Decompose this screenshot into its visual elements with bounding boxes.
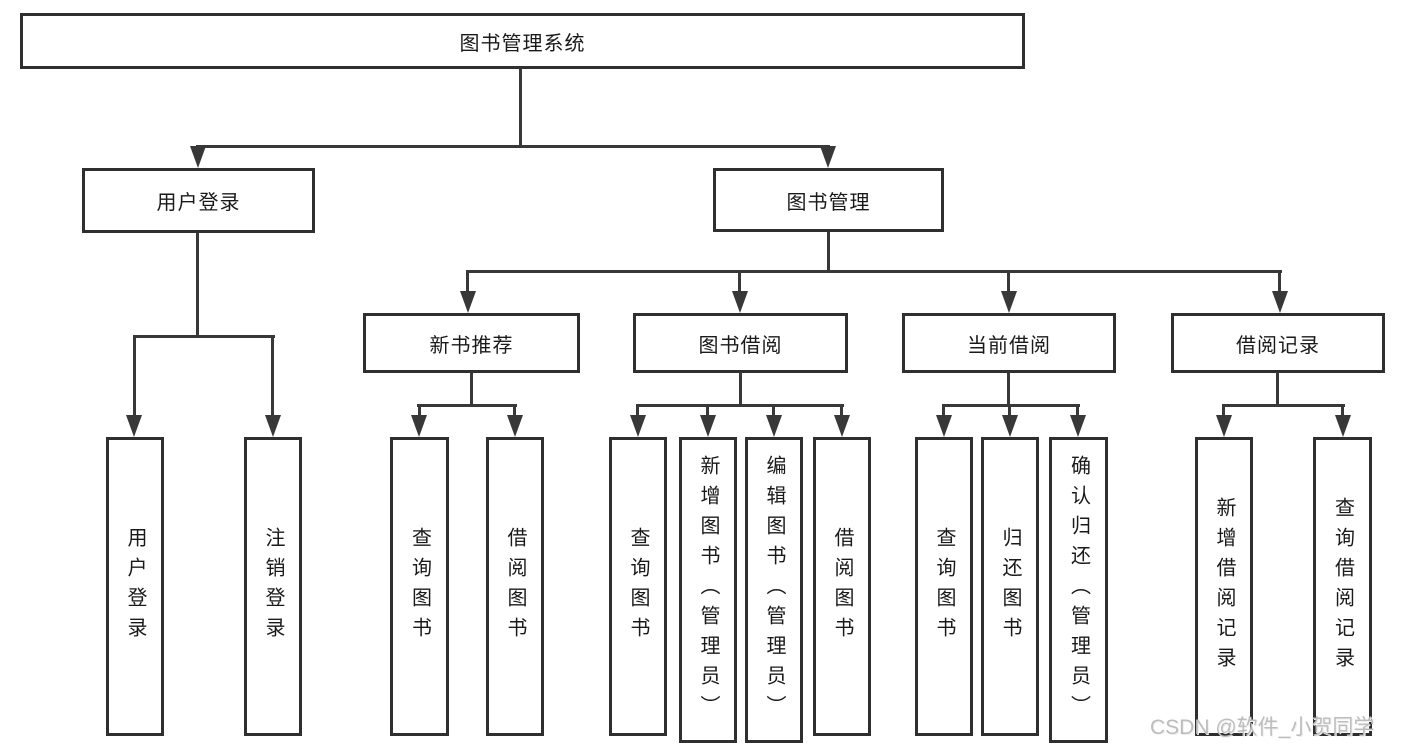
connector-line <box>636 404 844 407</box>
connector-line <box>840 404 843 417</box>
connector-line <box>1222 404 1345 407</box>
connector-line <box>196 145 830 148</box>
node-label: 归还图书 <box>999 526 1021 647</box>
connector-line <box>772 404 775 417</box>
node-leaf-query-borrow-record: 查询借阅记录 <box>1313 437 1372 736</box>
arrowhead-down-icon <box>460 291 476 313</box>
connector-line <box>1278 270 1281 293</box>
node-leaf-query-books-2: 查询图书 <box>609 437 667 736</box>
connector-line <box>1076 404 1079 417</box>
arrowhead-down-icon <box>265 415 281 437</box>
arrowhead-down-icon <box>190 146 206 168</box>
connector-line <box>1222 404 1225 417</box>
arrowhead-down-icon <box>766 415 782 437</box>
arrowhead-down-icon <box>507 415 523 437</box>
connector-line <box>133 335 136 417</box>
node-label: 借阅图书 <box>504 526 526 647</box>
connector-line <box>738 270 741 293</box>
node-new-book-recommendation: 新书推荐 <box>363 313 580 373</box>
arrowhead-down-icon <box>1272 291 1288 313</box>
connector-line <box>942 404 945 417</box>
node-label: 注销登录 <box>262 526 284 647</box>
node-leaf-user-login: 用户登录 <box>106 437 164 736</box>
node-leaf-borrow-books-1: 借阅图书 <box>486 437 544 736</box>
arrowhead-down-icon <box>834 415 850 437</box>
node-label: 查询图书 <box>933 526 955 647</box>
node-label: 当前借阅 <box>967 334 1051 357</box>
arrowhead-down-icon <box>411 415 427 437</box>
node-label: 编辑图书（管理员） <box>763 455 785 725</box>
node-label: 新书推荐 <box>429 334 514 357</box>
node-label: 借阅记录 <box>1236 334 1320 357</box>
connector-line <box>1007 270 1010 293</box>
node-leaf-query-books-3: 查询图书 <box>915 437 973 736</box>
connector-line <box>133 335 275 338</box>
connector-line <box>417 404 517 407</box>
connector-line <box>196 233 199 337</box>
arrowhead-down-icon <box>1216 415 1232 437</box>
connector-line <box>418 404 421 417</box>
connector-line <box>739 372 742 406</box>
connector-line <box>271 335 274 417</box>
node-leaf-add-books-admin: 新增图书（管理员） <box>679 437 737 743</box>
node-leaf-confirm-return-admin: 确认归还（管理员） <box>1049 437 1108 743</box>
connector-line <box>470 372 473 406</box>
node-label: 图书借阅 <box>698 334 783 357</box>
connector-line <box>466 270 469 293</box>
node-user-login: 用户登录 <box>82 168 315 233</box>
connector-line <box>513 404 516 417</box>
arrowhead-down-icon <box>1002 415 1018 437</box>
connector-line <box>1007 372 1010 406</box>
connector-line <box>1341 404 1344 417</box>
node-library-management-system: 图书管理系统 <box>20 13 1025 69</box>
node-label: 查询图书 <box>408 526 431 647</box>
arrowhead-down-icon <box>126 415 142 437</box>
node-label: 用户登录 <box>124 526 146 647</box>
arrowhead-down-icon <box>1001 291 1017 313</box>
node-book-borrowing: 图书借阅 <box>633 313 848 373</box>
connector-line <box>706 404 709 417</box>
connector-line <box>466 270 1282 273</box>
node-borrowing-records: 借阅记录 <box>1171 313 1385 373</box>
node-label: 确认归还（管理员） <box>1067 455 1090 725</box>
arrowhead-down-icon <box>820 146 836 168</box>
node-leaf-return-books: 归还图书 <box>981 437 1039 736</box>
node-label: 借阅图书 <box>831 526 853 647</box>
node-label: 新增图书（管理员） <box>697 455 719 725</box>
arrowhead-down-icon <box>700 415 716 437</box>
node-book-management: 图书管理 <box>713 168 944 232</box>
node-label: 新增借阅记录 <box>1213 496 1235 677</box>
node-leaf-add-borrow-record: 新增借阅记录 <box>1195 437 1253 736</box>
arrowhead-down-icon <box>1335 415 1351 437</box>
connector-line <box>519 68 522 147</box>
csdn-watermark: CSDN @软件_小贺同学 <box>1150 716 1375 739</box>
arrowhead-down-icon <box>1070 415 1086 437</box>
arrowhead-down-icon <box>732 291 748 313</box>
connector-line <box>636 404 639 417</box>
node-leaf-borrow-books-2: 借阅图书 <box>813 437 871 736</box>
node-label: 用户登录 <box>156 192 241 214</box>
node-leaf-edit-books-admin: 编辑图书（管理员） <box>745 437 803 743</box>
arrowhead-down-icon <box>630 415 646 437</box>
connector-line <box>827 232 830 272</box>
connector-line <box>1008 404 1011 417</box>
node-leaf-query-books-1: 查询图书 <box>390 437 449 736</box>
arrowhead-down-icon <box>936 415 952 437</box>
node-label: 图书管理 <box>786 191 871 214</box>
node-current-borrowing: 当前借阅 <box>902 313 1116 373</box>
node-label: 查询借阅记录 <box>1331 496 1354 677</box>
connector-line <box>942 404 1080 407</box>
node-label: 图书管理系统 <box>459 32 586 55</box>
node-label: 查询图书 <box>627 526 649 647</box>
connector-line <box>1276 372 1279 406</box>
node-leaf-logout: 注销登录 <box>244 437 302 736</box>
